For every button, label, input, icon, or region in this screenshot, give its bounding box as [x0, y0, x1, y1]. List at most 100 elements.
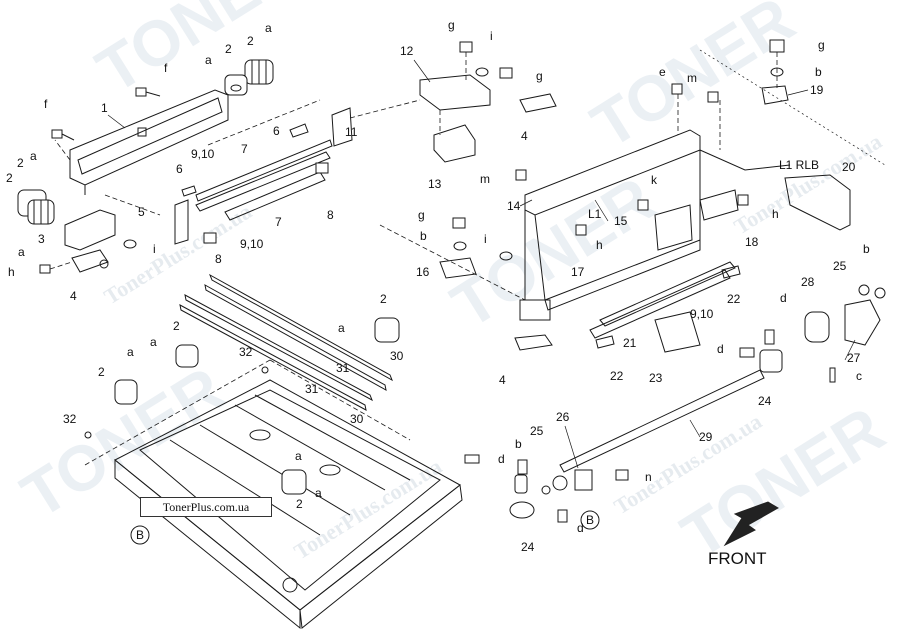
front-arrow-icon [723, 501, 779, 547]
letter-a: a [265, 21, 272, 35]
callout-4: 4 [70, 289, 77, 303]
letter-g: g [818, 38, 825, 52]
letter-c: c [856, 369, 862, 383]
callout-2: 2 [98, 365, 105, 379]
watermark-site-2: TonerPlus.com.ua [729, 128, 886, 239]
front-label: FRONT [708, 549, 767, 568]
callout-22: 22 [610, 369, 624, 383]
tray-inner-floor [139, 389, 441, 591]
letter-h: h [8, 265, 15, 279]
bearing-24-right [759, 349, 783, 373]
link-4-left [71, 249, 109, 273]
callout-27: 27 [847, 351, 861, 365]
washer-i-top [475, 67, 489, 77]
gear-28 [804, 311, 830, 343]
bracket-16 [439, 257, 477, 279]
bracket-11 [331, 107, 353, 147]
bracket-26 [574, 469, 593, 491]
letter-d: d [498, 452, 505, 466]
part-25-left [552, 475, 568, 491]
letter-i: i [153, 242, 156, 256]
callout-18: 18 [745, 235, 759, 249]
callout-12: 12 [400, 44, 414, 58]
letter-i: i [490, 29, 493, 43]
letter-m: m [480, 172, 490, 186]
callout-17: 17 [571, 265, 585, 279]
tray-hole-1 [249, 429, 271, 441]
bearing-24-left-face [509, 501, 535, 519]
callout-7: 7 [241, 142, 248, 156]
callout-8: 8 [327, 208, 334, 222]
bearing-24-left [514, 474, 528, 494]
letter-g: g [448, 18, 455, 32]
guide-dash-upper [207, 99, 321, 146]
pin-c [829, 367, 836, 383]
washer-b-left [541, 485, 551, 495]
screw-e [671, 83, 683, 95]
leader-1 [107, 114, 126, 129]
callout-11: 11 [345, 125, 358, 139]
guide-bar-9-10-upper [195, 139, 333, 202]
guide-frame-slot [137, 127, 147, 137]
letter-a: a [338, 321, 345, 335]
upper-left-guide-assembly [17, 59, 353, 274]
callout-4: 4 [499, 373, 506, 387]
leader-15 [594, 199, 609, 222]
letter-a: a [150, 335, 157, 349]
callout-6: 6 [273, 124, 280, 138]
dash-16-left [379, 224, 526, 301]
callout-21: 21 [623, 336, 637, 350]
callout-32: 32 [63, 412, 77, 426]
tray-rail-1 [254, 394, 411, 481]
bracket-3 [64, 209, 116, 251]
letter-h: h [772, 207, 779, 221]
callout-32: 32 [239, 345, 253, 359]
callout-9-10: 9,10 [191, 147, 215, 161]
tray-stud [464, 454, 480, 464]
dash-11-to-12 [349, 99, 421, 119]
guide-frame-inner [77, 97, 223, 175]
letter-h: h [596, 238, 603, 252]
screw-shaft [145, 91, 161, 97]
watermark-text-1: TONER [84, 0, 311, 107]
tray-rail-4 [169, 439, 321, 536]
leader-top-right [699, 49, 886, 166]
bracket-12 [419, 74, 491, 111]
screw-k [637, 199, 649, 211]
callout-2: 2 [225, 42, 232, 56]
callout-13: 13 [428, 177, 442, 191]
belt-27 [844, 299, 881, 346]
screw-h-left [39, 264, 51, 274]
part-23 [654, 311, 701, 353]
callout-9-10: 9,10 [690, 307, 714, 321]
watermark-text-5: TONER [669, 393, 896, 572]
part-8-right [315, 162, 329, 174]
part-22-right [721, 265, 741, 279]
link-4-top [519, 93, 557, 113]
spring-d-left [517, 459, 528, 475]
watermark-site-1: TonerPlus.com.ua [99, 198, 256, 309]
shaft-assembly-29 [509, 284, 886, 530]
callout-4: 4 [521, 129, 528, 143]
letter-b: b [815, 65, 822, 79]
gear-2-mid-right [374, 317, 400, 343]
callout-16: 16 [416, 265, 430, 279]
middle-bracket-16 [379, 217, 553, 351]
main-tray-body [84, 359, 463, 630]
callout-5: 5 [138, 205, 145, 219]
callout-labels: 1 2 2 2 2 2 2 2 2 3 4 4 4 5 6 6 7 7 8 8 … [6, 18, 870, 554]
screw-head [51, 129, 63, 139]
callout-2: 2 [6, 171, 13, 185]
callout-14: 14 [507, 199, 521, 213]
callout-2: 2 [247, 34, 254, 48]
leader-29 [689, 419, 701, 438]
spring-d-right-top [764, 329, 775, 345]
callout-28: 28 [801, 275, 815, 289]
upper-center-bracket-assembly [349, 41, 557, 163]
callout-8: 8 [215, 252, 222, 266]
callout-24: 24 [521, 540, 535, 554]
callout-24: 24 [758, 394, 772, 408]
letter-a: a [127, 345, 134, 359]
part-25-right [858, 284, 870, 296]
